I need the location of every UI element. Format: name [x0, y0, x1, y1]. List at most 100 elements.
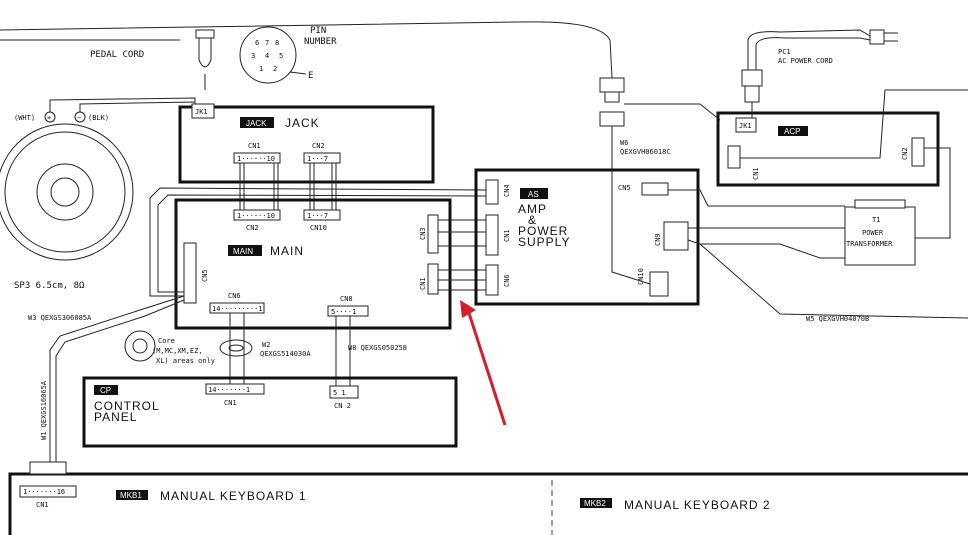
cn1-cp-label: CN1 [224, 399, 237, 407]
pin-number-6: 6 [255, 39, 259, 47]
cn9-as-label: CN9 [654, 233, 662, 246]
cp-tag [94, 385, 118, 395]
cn9-as-connector [663, 221, 689, 251]
cn8-main-label: CN8 [340, 295, 353, 303]
cn2-acp-connector [911, 137, 925, 167]
cn5-main-connector [183, 242, 197, 304]
ac-power-cord-label: AC POWER CORD [778, 57, 833, 65]
cn1-mkb-label: CN1 [36, 501, 49, 509]
w2-code: QEXGS514030A [260, 350, 311, 358]
w3-label: W3 QEXGS306085A [28, 314, 92, 322]
as-name-and: & [528, 213, 537, 227]
pin-number-7: 7 [265, 39, 269, 47]
as-tag-text: AS [528, 190, 539, 199]
pin-number-connector: 6 7 8 3 4 5 1 2 [239, 26, 307, 84]
w6-code: QEXGVH06018C [620, 148, 671, 156]
w5-wire [699, 243, 968, 319]
cn4-as-connector [485, 179, 499, 205]
svg-text:+: + [47, 114, 51, 122]
cn2-jack-label: CN2 [312, 142, 325, 150]
jack-tag [240, 117, 274, 128]
cn3-main-label: CN3 [419, 227, 427, 240]
main-board [174, 198, 452, 330]
jk1-connector [191, 103, 215, 119]
pedal-cord-plug [195, 29, 215, 90]
core-label-2: (M,MC,XM,EZ, [152, 347, 203, 355]
as-name-power: POWER [518, 224, 568, 238]
power-transformer [844, 206, 916, 266]
cn2-cp-label: CN 2 [334, 402, 351, 410]
cn1-as-connector [485, 214, 499, 256]
cn2-main-pins: 1······10 [237, 212, 275, 220]
cn1-main-connector [427, 263, 439, 295]
cn5-transformer-wire [668, 189, 845, 207]
manual-keyboard-board [8, 472, 968, 535]
cn1-as-label: CN1 [503, 229, 511, 242]
cn10-main-label: CN10 [310, 224, 327, 232]
w3-wire [49, 295, 185, 470]
cn2-cp-pins: 5 1 [333, 389, 346, 397]
mkb2-tag [580, 498, 612, 508]
cn6-main-label: CN6 [228, 292, 241, 300]
red-arrow-annotation [460, 300, 507, 426]
transformer-power-label: POWER [862, 229, 884, 237]
as-board [474, 168, 700, 306]
w3-wire-2 [55, 299, 185, 470]
cn1-acp-connector [727, 145, 741, 169]
t1-label: T1 [872, 216, 880, 224]
cn8-main-connector [327, 305, 369, 317]
pin-label: PIN [310, 26, 326, 36]
cn1-mkb-connector [19, 485, 77, 498]
jack-main-wires [239, 163, 337, 210]
cn1-cp-connector [205, 383, 265, 395]
pedal-cord-label: PEDAL CORD [90, 50, 144, 60]
sp3-label: SP3 6.5cm, 8Ω [14, 281, 85, 291]
main-name: MAIN [270, 244, 304, 258]
mkb2-name: MANUAL KEYBOARD 2 [624, 498, 771, 512]
cn2-jack-connector [303, 152, 341, 164]
number-label: NUMBER [304, 37, 337, 47]
cn9-transformer-wire-2 [687, 239, 845, 259]
as-name-supply: SUPPLY [518, 235, 570, 249]
transformer-top [854, 199, 906, 209]
svg-text:−: − [77, 114, 81, 122]
cn10-main-connector [303, 209, 341, 221]
cn1-jack-pins: 1······10 [237, 155, 275, 163]
cn2-main-label: CN2 [246, 224, 259, 232]
mkb1-tag [116, 490, 148, 500]
cn6-main-connector [209, 302, 265, 314]
w6-label: W6 [620, 139, 628, 147]
acp-board [716, 111, 940, 187]
w8-label: W8 QEXGS050258 [348, 344, 407, 352]
cn6-main-pins: 14·········1 [212, 305, 263, 313]
cn1-jack-connector [233, 152, 281, 164]
main-tag [228, 245, 262, 256]
pin-number-8: 8 [275, 39, 279, 47]
cp-tag-text: CP [100, 386, 111, 395]
pin-number-3: 3 [251, 52, 255, 60]
mkb1-name: MANUAL KEYBOARD 1 [160, 489, 307, 503]
mkb1-tag-text: MKB1 [120, 491, 142, 500]
blk-label: (BLK) [88, 114, 109, 122]
as-tag [520, 188, 548, 199]
cn2-main-connector [233, 209, 281, 221]
cn5-as-label: CN5 [618, 184, 631, 192]
cn2-acp-label: CN2 [901, 147, 909, 160]
top-wire [0, 21, 613, 79]
w6-right-wire [624, 103, 721, 121]
main-tag-text: MAIN [233, 247, 253, 256]
speaker-wire [49, 97, 196, 112]
acp-wire-1 [740, 89, 968, 159]
cn1-mkb-plug [29, 461, 67, 475]
cn1-jack-label: CN1 [248, 142, 261, 150]
ac-power-plug [741, 29, 898, 118]
wht-label: (WHT) [14, 114, 35, 122]
cn5-main-label: CN5 [201, 269, 209, 282]
core-label-1: Core [158, 337, 175, 345]
w6-connector [599, 77, 651, 285]
pin-number-2: 2 [273, 65, 277, 73]
transformer-label: TRANSFORMER [846, 240, 893, 248]
main-as-wires [149, 187, 487, 297]
